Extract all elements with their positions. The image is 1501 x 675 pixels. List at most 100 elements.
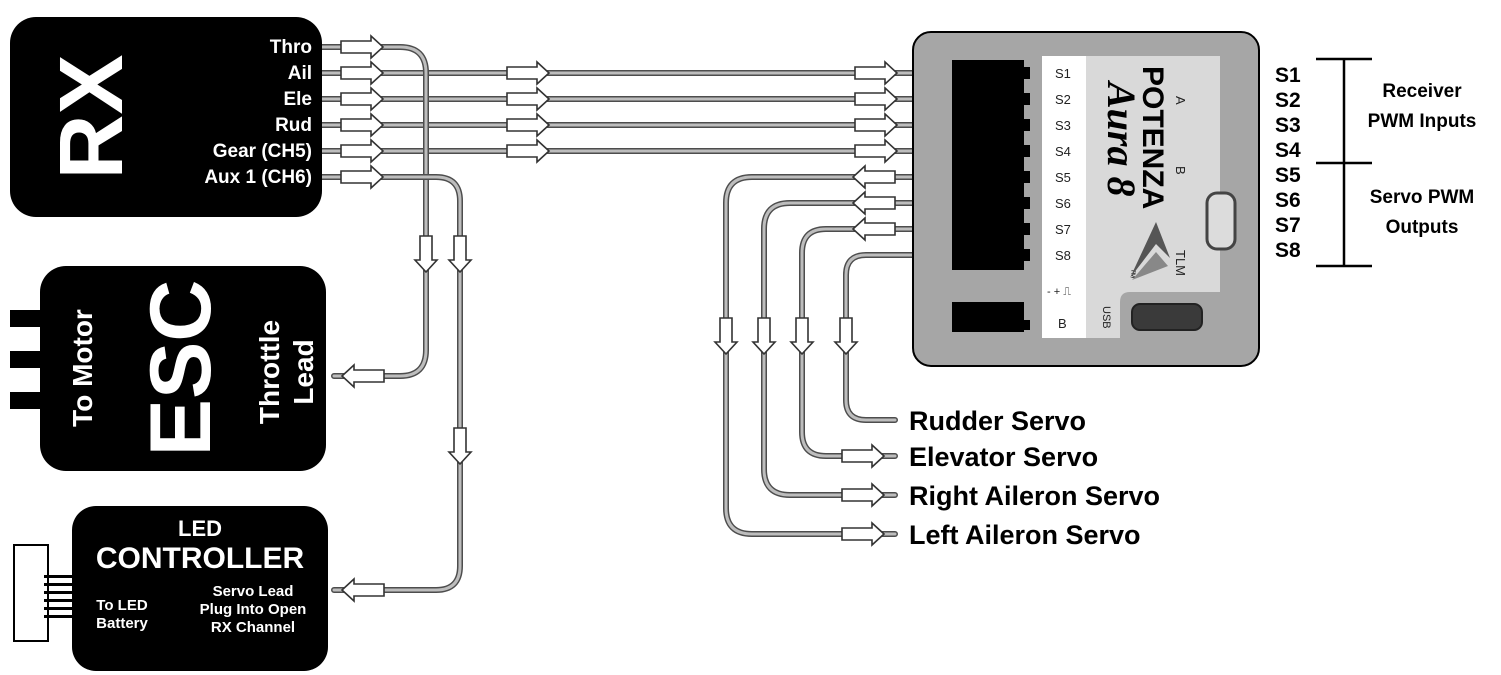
arrow-right-icon (854, 139, 898, 163)
arrow-down-icon (414, 235, 438, 273)
arrow-right-icon (506, 87, 550, 111)
fc-bind-label: B (1058, 316, 1067, 331)
arrow-right-icon (506, 61, 550, 85)
arrow-right-icon (854, 87, 898, 111)
led-title-2: CONTROLLER (96, 542, 305, 575)
arrow-right-icon (340, 87, 384, 111)
legend-pin-s3: S3 (1275, 114, 1301, 137)
servo-label-rudder: Rudder Servo (909, 406, 1086, 436)
arrow-right-icon (340, 165, 384, 189)
arrow-down-icon (714, 317, 738, 355)
servo-label-elevator: Elevator Servo (909, 442, 1098, 472)
rx-channel-thro: Thro (270, 37, 312, 58)
servo-label-right-aileron: Right Aileron Servo (909, 481, 1160, 511)
fc-port-b: B (1173, 166, 1188, 175)
fc-pin-s3: S3 (1055, 118, 1071, 133)
flight-controller: S1 S2 S3 S4 S5 S6 S7 S8 - + ⎍ B POTENZA … (912, 31, 1260, 367)
rx-title: RX (42, 54, 142, 179)
fc-pin-label-strip (1042, 56, 1086, 338)
led-battery-label-1: To LED (96, 597, 148, 614)
fc-telemetry-port (1205, 191, 1237, 251)
legend-pin-s4: S4 (1275, 139, 1301, 162)
esc-lead-label-1: Throttle (254, 320, 285, 424)
led-servo-label-2: Plug Into Open (200, 601, 307, 618)
arrow-left-icon (852, 191, 896, 215)
led-servo-label-3: RX Channel (211, 619, 295, 636)
fc-model: Aura 8 (1099, 79, 1144, 197)
arrow-right-icon (340, 113, 384, 137)
esc-module: To Motor ESC Throttle Lead (10, 266, 326, 471)
fc-power-symbol: - + ⎍ (1047, 286, 1071, 298)
fc-pin-s4: S4 (1055, 144, 1071, 159)
motor-lead-1 (10, 310, 42, 327)
wire-aux1 (309, 174, 463, 593)
rx-channel-ele: Ele (283, 89, 312, 110)
rx-channel-ail: Ail (288, 63, 312, 84)
legend-bracket (1316, 57, 1372, 268)
servo-label-left-aileron: Left Aileron Servo (909, 520, 1141, 550)
rx-module: RX Thro Ail Ele Rud Gear (CH5) Aux 1 (CH… (10, 17, 322, 217)
rx-channel-rud: Rud (275, 115, 312, 136)
fc-port-usb: USB (1100, 306, 1112, 329)
legend-pin-s1: S1 (1275, 64, 1301, 87)
fc-trademark: ™ (1125, 268, 1137, 279)
arrow-right-icon (340, 35, 384, 59)
led-battery-plug (13, 544, 49, 642)
arrow-right-icon (340, 61, 384, 85)
led-body (72, 506, 328, 671)
fc-pin-s5: S5 (1055, 170, 1071, 185)
arrow-right-icon (340, 139, 384, 163)
fc-port-tlm: TLM (1173, 250, 1188, 276)
legend-pin-s6: S6 (1275, 189, 1301, 212)
arrow-right-icon (841, 483, 885, 507)
arrow-right-icon (854, 113, 898, 137)
fc-pin-s8: S8 (1055, 248, 1071, 263)
esc-motor-label: To Motor (67, 309, 98, 427)
motor-lead-3 (10, 392, 42, 409)
rx-body (10, 17, 322, 217)
fc-servo-header (952, 60, 1024, 270)
rx-channel-gear: Gear (CH5) (213, 141, 312, 162)
arrow-down-icon (752, 317, 776, 355)
fc-brand: POTENZA (1136, 66, 1169, 209)
led-battery-pins (44, 575, 76, 618)
arrow-right-icon (841, 444, 885, 468)
legend-pin-s2: S2 (1275, 89, 1301, 112)
led-servo-label-1: Servo Lead (213, 583, 294, 600)
wire-s5-left-aileron (723, 174, 963, 537)
legend-outputs-2: Outputs (1386, 217, 1459, 238)
fc-pin-s1: S1 (1055, 66, 1071, 81)
fc-pin-s2: S2 (1055, 92, 1071, 107)
fc-brand-panel (1086, 56, 1220, 292)
fc-port-a: A (1173, 96, 1188, 105)
fc-usb-port (1131, 303, 1203, 331)
led-battery-label-2: Battery (96, 615, 148, 632)
arrow-left-icon (852, 165, 896, 189)
arrow-down-icon (448, 427, 472, 465)
arrow-left-icon (341, 578, 385, 602)
led-title-1: LED (178, 516, 222, 541)
legend-outputs-1: Servo PWM (1370, 187, 1475, 208)
arrow-right-icon (841, 522, 885, 546)
arrow-down-icon (790, 317, 814, 355)
esc-body (40, 266, 326, 471)
legend-pin-s7: S7 (1275, 214, 1301, 237)
servo-labels: Rudder Servo Elevator Servo Right Ailero… (909, 406, 1160, 550)
esc-title: ESC (133, 280, 229, 457)
rx-channel-aux1: Aux 1 (CH6) (204, 167, 312, 188)
motor-lead-2 (10, 351, 42, 368)
arrow-right-icon (854, 61, 898, 85)
fc-pin-s7: S7 (1055, 222, 1071, 237)
legend-inputs-1: Receiver (1382, 81, 1462, 102)
led-controller-module: LED CONTROLLER To LED Battery Servo Lead… (13, 506, 328, 671)
arrow-right-icon (506, 113, 550, 137)
fc-header-tabs (1020, 67, 1030, 261)
fc-pin-s6: S6 (1055, 196, 1071, 211)
legend-pin-s8: S8 (1275, 239, 1301, 262)
arrow-down-icon (834, 317, 858, 355)
arrow-down-icon (448, 235, 472, 273)
arrow-left-icon (852, 217, 896, 241)
arrow-left-icon (341, 364, 385, 388)
esc-lead-label-2: Lead (288, 339, 319, 404)
